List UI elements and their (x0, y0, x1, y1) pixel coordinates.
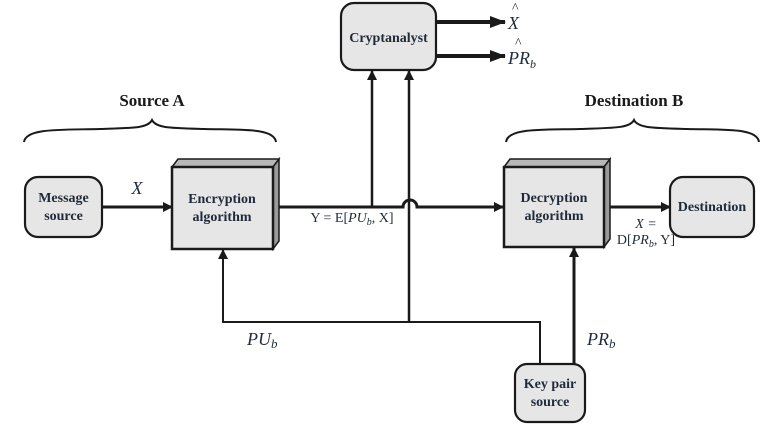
destination-b-header: Destination B (585, 91, 684, 110)
decrypt-key: PR (631, 233, 650, 248)
ciphertext-suffix: , X] (372, 211, 394, 226)
public-key-sub: b (271, 336, 278, 351)
message-source-node: Message source (23, 175, 104, 239)
ciphertext-arrow (279, 198, 504, 212)
decrypt-label-line1: X = (634, 217, 657, 232)
key-pair-source-node: Key pair source (513, 362, 587, 424)
estimate-key-text: PR (507, 48, 530, 68)
public-key-label: PUb (246, 329, 278, 351)
estimate-x-hat: ^ (512, 1, 519, 16)
decrypt-key-sub: b (649, 239, 654, 250)
encryption-label-2: algorithm (192, 210, 251, 225)
private-key-label: PRb (586, 329, 616, 351)
plaintext-label: X (131, 178, 144, 198)
destination-node: Destination (668, 175, 756, 239)
encryption-label-1: Encryption (188, 192, 256, 207)
ciphertext-key-sub: b (367, 217, 372, 228)
decrypt-suffix: , Y] (654, 233, 675, 248)
public-key-path (218, 249, 541, 364)
ciphertext-prefix: Y = E[ (310, 211, 348, 226)
estimate-key-hat: ^ (515, 36, 522, 51)
decryption-label-1: Decryption (521, 191, 588, 206)
source-a-header: Source A (119, 91, 185, 110)
encryption-node: Encryption algorithm (170, 156, 281, 252)
estimate-x-label: X (507, 13, 520, 33)
decrypt-label-line2: D[PRb, Y] (617, 233, 675, 250)
estimate-key-label: PRb (507, 48, 536, 71)
private-key-sub: b (609, 336, 616, 351)
source-brace (23, 117, 277, 143)
destination-label: Destination (678, 200, 747, 215)
decryption-node: Decryption algorithm (502, 156, 612, 250)
destination-brace (505, 117, 760, 143)
ciphertext-label: Y = E[PUb, X] (310, 211, 393, 228)
public-key-text: PU (246, 329, 272, 349)
decrypt-prefix: D[ (617, 233, 632, 248)
message-source-label-1: Message (38, 191, 89, 206)
ciphertext-key: PU (347, 211, 368, 226)
private-key-text: PR (586, 329, 609, 349)
key-pair-label-1: Key pair (524, 377, 577, 392)
cryptanalyst-label: Cryptanalyst (349, 31, 428, 46)
estimate-key-sub: b (530, 57, 536, 71)
key-pair-label-2: source (531, 395, 570, 410)
cryptanalyst-node: Cryptanalyst (339, 1, 438, 72)
decryption-label-2: algorithm (524, 209, 583, 224)
message-source-label-2: source (44, 209, 83, 224)
